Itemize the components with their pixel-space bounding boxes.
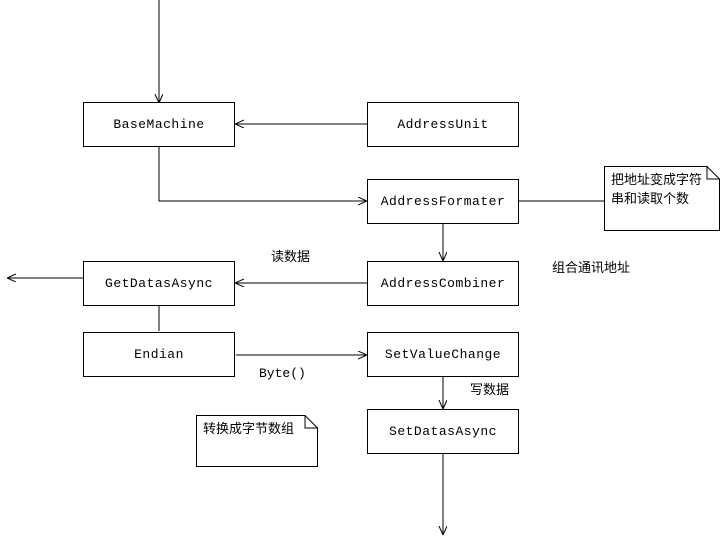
node-label: AddressCombiner [380, 276, 506, 291]
node-set-value-change[interactable]: SetValueChange [367, 332, 519, 377]
note-byte-array: 转换成字节数组 [196, 415, 318, 467]
node-label: AddressFormater [380, 194, 506, 209]
node-label: GetDatasAsync [105, 276, 213, 291]
node-address-unit[interactable]: AddressUnit [367, 102, 519, 147]
node-set-datas-async[interactable]: SetDatasAsync [367, 409, 519, 454]
note-shape [196, 415, 318, 467]
node-address-formater[interactable]: AddressFormater [367, 179, 519, 224]
node-get-datas-async[interactable]: GetDatasAsync [83, 261, 235, 306]
note-text: 转换成字节数组 [203, 421, 295, 436]
edge-label-read-data: 读数据 [271, 249, 311, 264]
node-address-combiner[interactable]: AddressCombiner [367, 261, 519, 306]
node-label: SetDatasAsync [389, 424, 497, 439]
node-label: BaseMachine [113, 117, 205, 132]
node-label: AddressUnit [397, 117, 489, 132]
node-base-machine[interactable]: BaseMachine [83, 102, 235, 147]
note-text: 把地址变成字符串和读取个数 [611, 172, 703, 206]
edge-label-byte: Byte() [259, 366, 306, 381]
node-label: Endian [134, 347, 184, 362]
note-address-string: 把地址变成字符串和读取个数 [604, 166, 720, 231]
edge-basemachine-to-addressformater [158, 147, 366, 201]
node-endian[interactable]: Endian [83, 332, 235, 377]
node-label: SetValueChange [384, 347, 502, 362]
edge-label-combine-address: 组合通讯地址 [552, 260, 631, 275]
edge-label-write-data: 写数据 [470, 382, 510, 397]
note-shape [604, 166, 720, 231]
